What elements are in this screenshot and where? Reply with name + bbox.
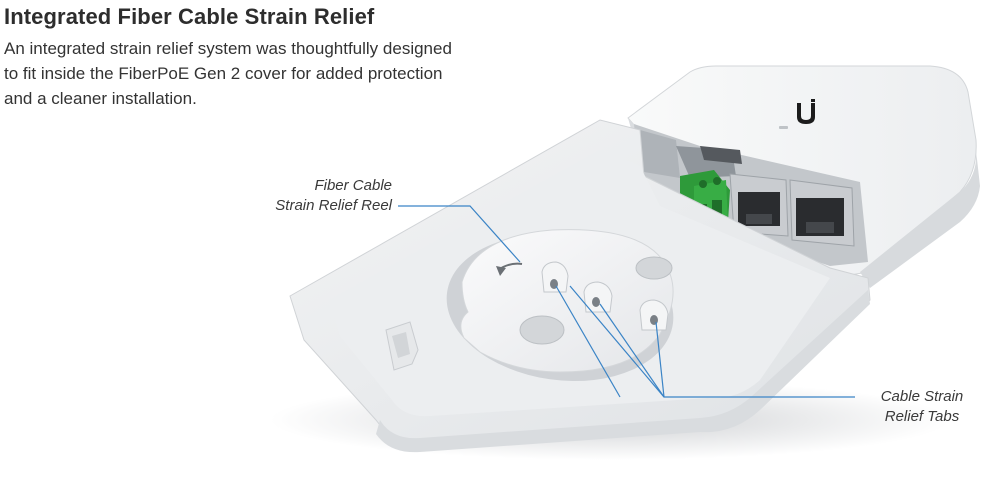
rotation-arrow-icon bbox=[496, 262, 523, 276]
description-line-3: and a cleaner installation. bbox=[4, 89, 197, 108]
tabs-callout-line-1: Cable Strain bbox=[880, 388, 964, 405]
reel-callout-line-2: Strain Relief Reel bbox=[275, 197, 392, 214]
strain-relief-tab-1 bbox=[541, 261, 569, 293]
tabs-callout-line-2: Relief Tabs bbox=[884, 408, 960, 425]
description: An integrated strain relief system was t… bbox=[4, 36, 504, 111]
reel-callout: Fiber Cable Strain Relief Reel bbox=[230, 176, 392, 216]
ethernet-port-1 bbox=[729, 173, 789, 237]
description-line-1: An integrated strain relief system was t… bbox=[4, 39, 452, 58]
ubiquiti-logo-icon bbox=[797, 99, 815, 124]
reel-callout-line-1: Fiber Cable bbox=[314, 177, 392, 194]
strain-relief-tab-2 bbox=[583, 281, 613, 313]
description-line-2: to fit inside the FiberPoE Gen 2 cover f… bbox=[4, 64, 443, 83]
strain-relief-reel bbox=[446, 229, 674, 382]
page-title: Integrated Fiber Cable Strain Relief bbox=[4, 4, 375, 29]
ethernet-port-2 bbox=[789, 179, 855, 247]
status-led bbox=[779, 126, 788, 129]
strain-relief-tab-3 bbox=[639, 299, 669, 331]
reel-leader-line bbox=[398, 205, 521, 263]
tabs-leader-line bbox=[555, 285, 855, 398]
tabs-callout: Cable Strain Relief Tabs bbox=[862, 387, 982, 427]
